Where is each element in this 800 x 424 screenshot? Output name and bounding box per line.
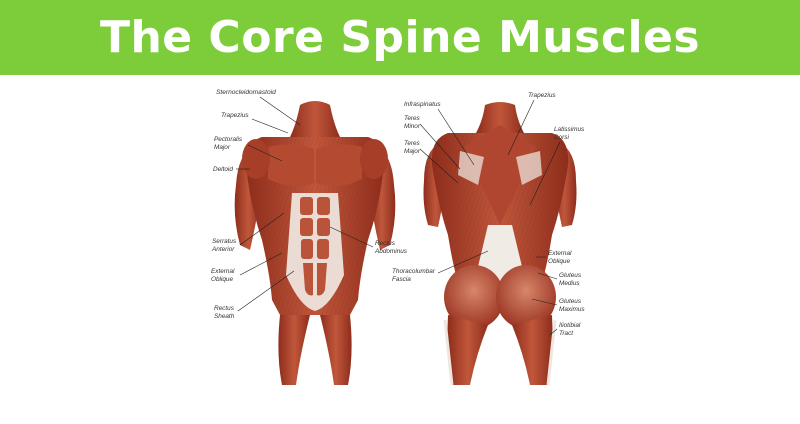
anatomy-illustration: Sternocleidomastoid Trapezius Pectoralis… bbox=[211, 89, 585, 386]
leader-iliotibial bbox=[549, 328, 558, 336]
front-labels: Sternocleidomastoid Trapezius Pectoralis… bbox=[211, 89, 408, 320]
leader-teres-major bbox=[419, 148, 459, 184]
label-infraspinatus: Infraspinatus bbox=[404, 101, 441, 108]
front-left-leg bbox=[278, 315, 310, 385]
front-abs-segment bbox=[317, 263, 327, 296]
back-body bbox=[423, 102, 577, 386]
leader-teres-minor bbox=[419, 123, 461, 170]
back-left-leg bbox=[447, 315, 488, 385]
leader-infraspinatus bbox=[437, 108, 475, 166]
front-abs-segment bbox=[317, 239, 329, 259]
front-right-leg bbox=[320, 315, 352, 385]
label-external-oblique-back-1: External bbox=[548, 250, 572, 257]
leader-gluteus-maximus bbox=[531, 298, 558, 306]
leader-gluteus-medius bbox=[537, 272, 558, 280]
label-trapezius-back: Trapezius bbox=[528, 92, 556, 99]
front-right-deltoid bbox=[360, 139, 388, 179]
leader-trapezius-front bbox=[251, 118, 289, 134]
leader-thoracolumbar bbox=[437, 250, 489, 274]
label-serratus-2: Anterior bbox=[211, 246, 235, 253]
label-teres-major-1: Teres bbox=[404, 140, 421, 147]
page-title: The Core Spine Muscles bbox=[99, 11, 701, 63]
back-neck bbox=[476, 102, 524, 133]
label-external-oblique-front-2: Oblique bbox=[211, 276, 233, 283]
label-rectus-sheath-2: Sheath bbox=[214, 313, 235, 320]
front-abs-segment bbox=[303, 263, 313, 296]
label-teres-major-2: Major bbox=[404, 148, 421, 155]
front-left-deltoid bbox=[242, 139, 270, 179]
label-teres-minor-2: Minor bbox=[404, 123, 421, 130]
label-thoracolumbar-2: Fascia bbox=[392, 276, 411, 283]
leader-external-oblique-front bbox=[239, 252, 283, 276]
leader-latissimus bbox=[529, 141, 561, 206]
back-right-it-band bbox=[546, 319, 557, 386]
leader-pectoralis bbox=[247, 144, 283, 162]
label-iliotibial-1: Iliotibial bbox=[559, 322, 581, 329]
front-abs-segment bbox=[301, 239, 313, 259]
leader-rectus-abdominus bbox=[329, 226, 374, 248]
label-pectoralis-1: Pectoralis bbox=[214, 136, 243, 143]
back-right-scapula bbox=[516, 151, 542, 185]
label-gluteus-maximus-2: Maximus bbox=[559, 306, 585, 313]
back-right-leg bbox=[512, 315, 553, 385]
leader-serratus bbox=[239, 212, 285, 246]
label-teres-minor-1: Teres bbox=[404, 115, 421, 122]
label-gluteus-maximus-1: Gluteus bbox=[559, 298, 582, 305]
back-trapezius bbox=[464, 125, 536, 225]
title-banner: The Core Spine Muscles bbox=[0, 0, 800, 75]
label-latissimus-2: Dorsi bbox=[554, 134, 569, 141]
back-left-it-band bbox=[443, 319, 454, 386]
front-right-pectoral bbox=[316, 144, 362, 187]
front-abs-segment bbox=[317, 218, 330, 236]
back-left-gluteus bbox=[444, 265, 504, 329]
front-abs-segment bbox=[317, 197, 330, 215]
label-rectus-abdominus-2: Abdominus bbox=[374, 248, 408, 255]
front-neck bbox=[290, 101, 340, 137]
label-iliotibial-2: Tract bbox=[559, 330, 573, 337]
label-rectus-abdominus-1: Rectus bbox=[375, 240, 396, 247]
label-rectus-sheath-1: Rectus bbox=[214, 305, 235, 312]
label-serratus-1: Serratus bbox=[212, 238, 237, 245]
label-thoracolumbar-1: Thoracolumbar bbox=[392, 268, 436, 275]
label-sternocleidomastoid: Sternocleidomastoid bbox=[216, 89, 276, 96]
anatomy-figure: Sternocleidomastoid Trapezius Pectoralis… bbox=[0, 75, 800, 419]
label-gluteus-medius-1: Gluteus bbox=[559, 272, 582, 279]
front-body bbox=[234, 101, 396, 385]
label-pectoralis-2: Major bbox=[214, 144, 231, 151]
back-labels: Infraspinatus Teres Minor Teres Major Tr… bbox=[392, 92, 585, 337]
front-abs-segment bbox=[300, 218, 313, 236]
back-right-gluteus bbox=[496, 265, 556, 329]
label-gluteus-medius-2: Medius bbox=[559, 280, 580, 287]
leader-trapezius-back bbox=[507, 99, 535, 156]
front-left-pectoral bbox=[268, 144, 314, 187]
front-abs-segment bbox=[300, 197, 313, 215]
label-external-oblique-front-1: External bbox=[211, 268, 235, 275]
leader-rectus-sheath bbox=[237, 270, 295, 312]
label-deltoid: Deltoid bbox=[213, 166, 233, 173]
label-external-oblique-back-2: Oblique bbox=[548, 258, 570, 265]
leader-sternocleidomastoid bbox=[259, 96, 301, 126]
back-left-scapula bbox=[458, 151, 484, 185]
label-latissimus-1: Latissimus bbox=[554, 126, 585, 133]
label-trapezius-front: Trapezius bbox=[221, 112, 249, 119]
